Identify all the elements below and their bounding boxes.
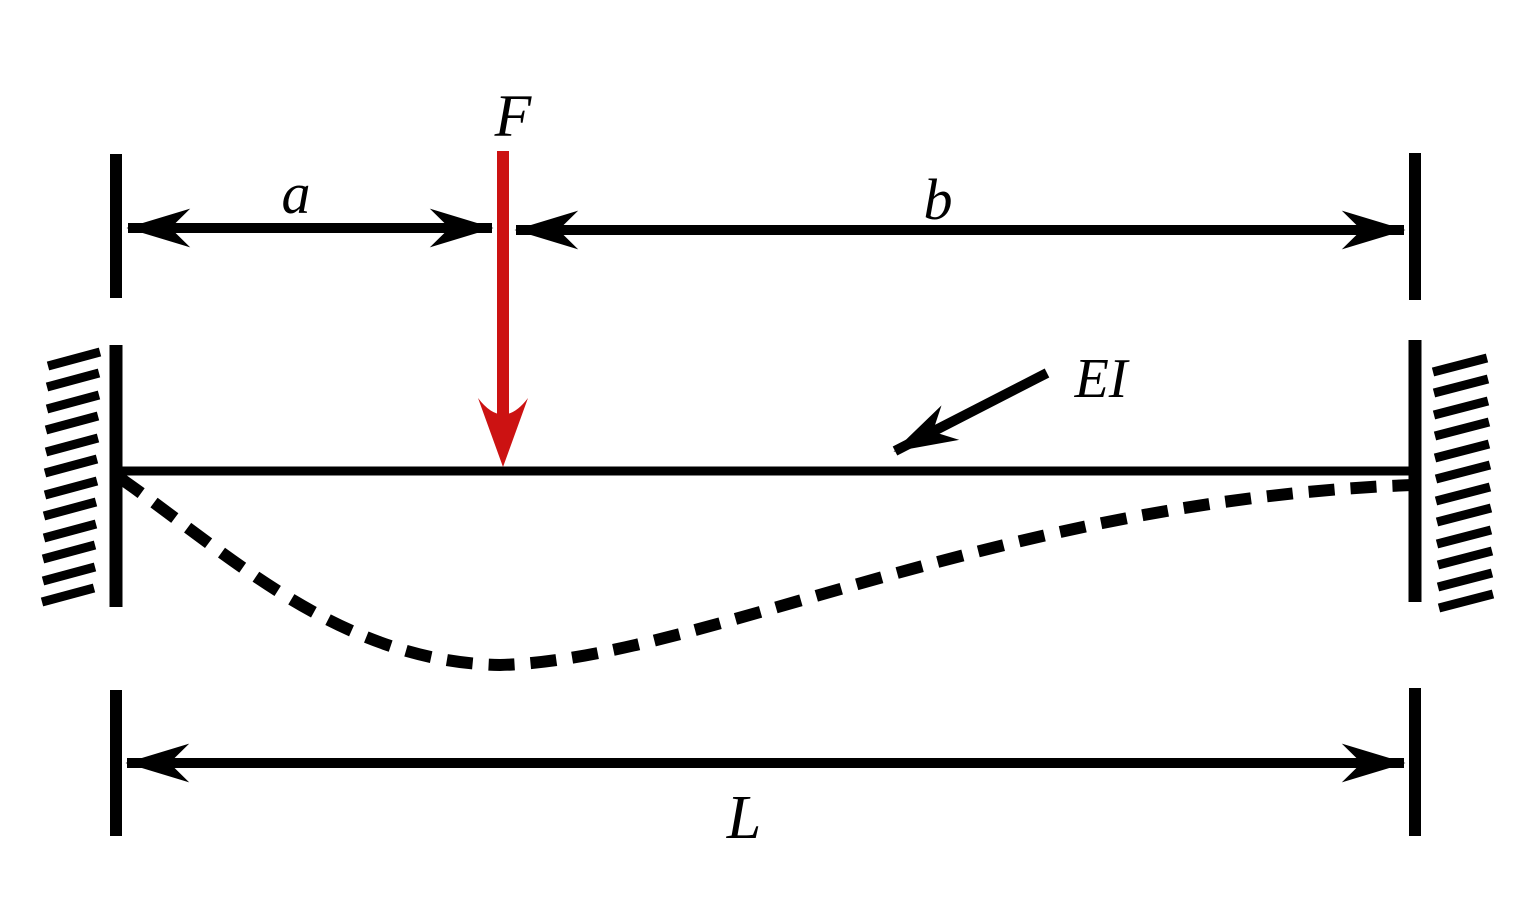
right-fixed-support (1408, 340, 1495, 613)
ei-annotation: EI (892, 348, 1130, 456)
ei-pointer-arrow (892, 368, 1050, 456)
dimension-l: L (110, 688, 1421, 852)
deflection-curve (116, 473, 1413, 672)
force-arrow (478, 151, 528, 467)
ei-label: EI (1074, 348, 1130, 410)
force-arrowhead-icon (478, 398, 528, 467)
left-fixed-support (40, 345, 123, 607)
dimension-b-label: b (924, 167, 953, 232)
dimension-a: a (110, 154, 494, 298)
right-wall-hatching-icon (1431, 353, 1495, 613)
force-label: F (494, 83, 533, 149)
dimension-b: b (514, 153, 1421, 300)
dimension-a-label: a (282, 161, 311, 226)
dimension-l-label: L (726, 784, 761, 852)
left-wall-hatching-icon (40, 347, 102, 607)
